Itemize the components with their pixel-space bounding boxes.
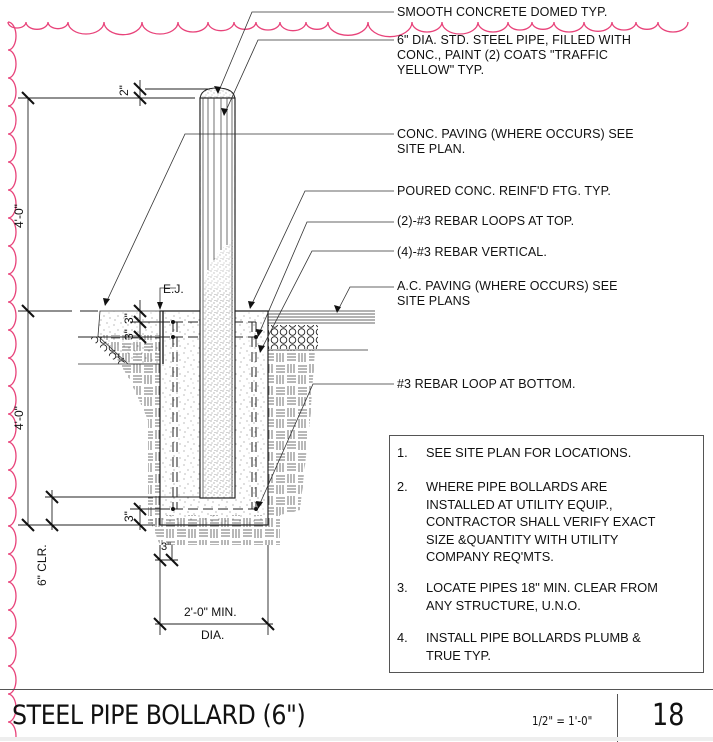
dim-footing-width: 2'-0" MIN. — [184, 605, 237, 619]
note-text: INSTALL PIPE BOLLARDS PLUMB & TRUE TYP. — [426, 630, 641, 663]
conc-paving — [78, 310, 161, 365]
gravel-base — [90, 325, 318, 364]
leader-lines — [104, 11, 394, 509]
expansion-joint-label: E.J. — [163, 282, 184, 296]
dim-rebar-cover-top-1: 3" — [122, 313, 136, 324]
drawing-title: STEEL PIPE BOLLARD (6") — [12, 700, 306, 731]
callout-rebar-vertical: (4)-#3 REBAR VERTICAL. — [397, 245, 547, 259]
note-text: WHERE PIPE BOLLARDS ARE INSTALLED AT UTI… — [426, 479, 656, 564]
general-notes-box: 1. SEE SITE PLAN FOR LOCATIONS. 2. WHERE… — [389, 435, 704, 673]
dim-rebar-cover-top-2: 3" — [122, 329, 136, 340]
dim-cap-height: 2" — [117, 85, 131, 96]
callout-steel-pipe: 6" DIA. STD. STEEL PIPE, FILLED WITH CON… — [397, 33, 632, 77]
dimension-ticks — [21, 82, 275, 631]
leader-arrowheads — [103, 86, 341, 509]
detail-number: 18 — [652, 698, 685, 733]
callout-conc-paving: CONC. PAVING (WHERE OCCURS) SEE SITE PLA… — [397, 127, 634, 156]
dim-pipe-clearance: 6" CLR. — [35, 544, 49, 586]
callout-footing: POURED CONC. REINF'D FTG. TYP. — [397, 184, 611, 198]
callout-rebar-loop-bottom: #3 REBAR LOOP AT BOTTOM. — [397, 377, 576, 391]
dim-below-grade: 4'-0" — [12, 406, 26, 430]
dim-side-cover: 3" — [161, 541, 172, 553]
note-number: 2. — [397, 479, 408, 494]
callout-domed-top: SMOOTH CONCRETE DOMED TYP. — [397, 5, 608, 19]
title-divider — [617, 694, 618, 742]
dim-above-grade: 4'-0" — [12, 204, 26, 228]
callout-ac-paving: A.C. PAVING (WHERE OCCURS) SEE SITE PLAN… — [397, 279, 618, 308]
ac-paving — [268, 310, 375, 351]
steel-pipe-bollard — [199, 87, 236, 499]
note-number: 4. — [397, 630, 408, 645]
callout-rebar-loops-top: (2)-#3 REBAR LOOPS AT TOP. — [397, 214, 575, 228]
note-text: LOCATE PIPES 18" MIN. CLEAR FROM ANY STR… — [426, 580, 658, 613]
note-text: SEE SITE PLAN FOR LOCATIONS. — [426, 445, 632, 460]
note-number: 3. — [397, 580, 408, 595]
dim-footing-width-sub: DIA. — [201, 628, 225, 642]
dim-rebar-cover-bottom: 3" — [122, 511, 136, 522]
note-number: 1. — [397, 445, 408, 460]
page-edge — [0, 737, 713, 741]
revision-cloud — [7, 21, 689, 741]
drawing-scale: 1/2" = 1'-0" — [532, 714, 593, 728]
title-block: STEEL PIPE BOLLARD (6") 1/2" = 1'-0" 18 — [0, 689, 713, 742]
